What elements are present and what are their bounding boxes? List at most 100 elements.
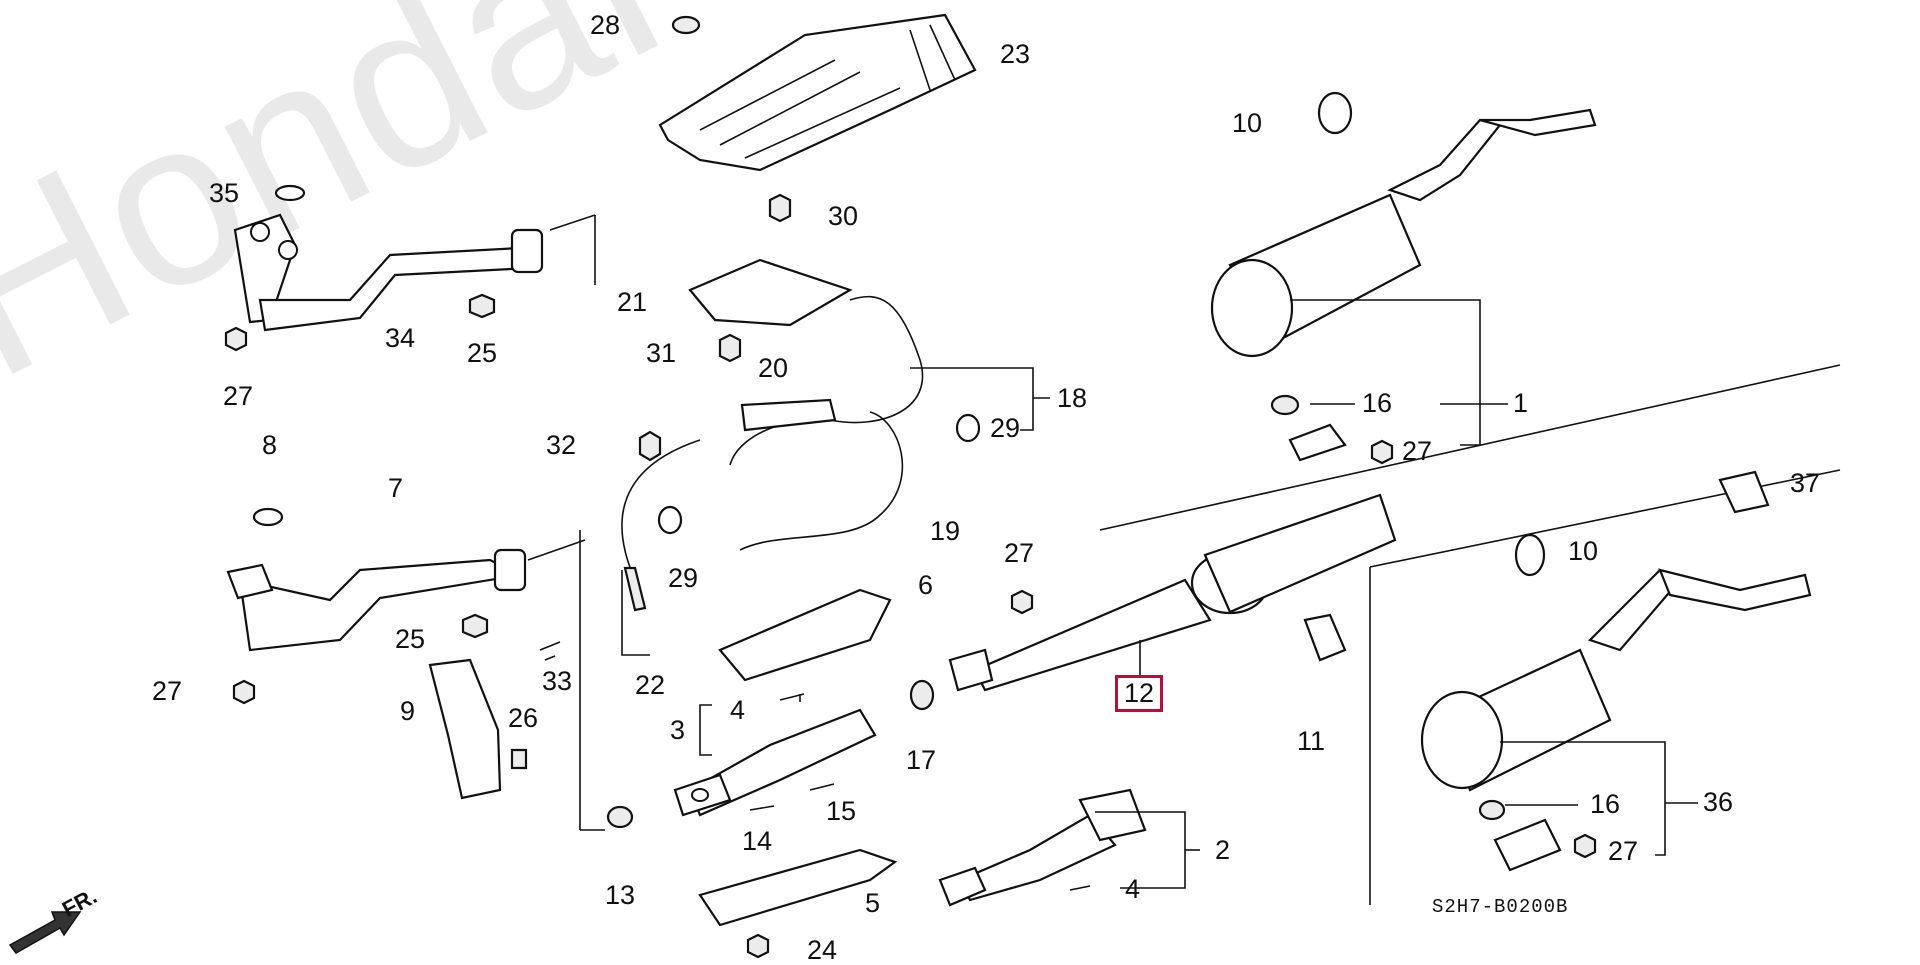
part-36-muffler (1420, 568, 1812, 792)
part-27-nut (1010, 589, 1034, 615)
callout-37: 37 (1790, 468, 1821, 498)
callout-35: 35 (209, 178, 240, 208)
callout-10b: 10 (1568, 536, 1599, 566)
callout-6: 6 (918, 570, 934, 600)
part-7-exhaust-pipe-b (226, 548, 527, 652)
part-19-sensor-wire (739, 411, 904, 551)
part-4-bolt-lower (1069, 885, 1091, 891)
callout-36: 36 (1703, 787, 1734, 817)
part-27-nut (1573, 833, 1597, 859)
callout-31: 31 (646, 338, 677, 368)
part-12-pipe-with-resonator (948, 493, 1397, 692)
callout-9: 9 (400, 696, 416, 726)
leader-bracket-36 (1500, 741, 1666, 856)
part-16-gasket (1270, 394, 1300, 416)
callout-29b: 29 (668, 563, 699, 593)
part-20-bracket (740, 398, 837, 432)
part-37-hanger (1718, 470, 1770, 514)
callout-15: 15 (826, 796, 857, 826)
leader-22 (621, 570, 650, 656)
callout-16b: 16 (1590, 789, 1621, 819)
part-16-gasket (1478, 799, 1506, 821)
callout-27b: 27 (152, 676, 183, 706)
part-22-sensor-tip (623, 566, 647, 612)
callout-10a: 10 (1232, 108, 1263, 138)
part-24-bolt (746, 933, 770, 959)
callout-14: 14 (742, 826, 773, 856)
part-10-hanger (1317, 91, 1353, 135)
part-28-grommet (671, 15, 701, 35)
callout-27e: 27 (1608, 836, 1639, 866)
callout-8: 8 (262, 430, 278, 460)
callout-17: 17 (906, 745, 937, 775)
part-34-exhaust-pipe-a (233, 213, 544, 332)
leader-bracket-18 (910, 367, 1034, 431)
part-1-muffler (1210, 108, 1597, 358)
part-2-converter-pipe (938, 788, 1147, 907)
part-8-gasket (252, 507, 284, 527)
callout-3: 3 (670, 715, 686, 745)
callout-27a: 27 (223, 381, 254, 411)
callout-19: 19 (930, 516, 961, 546)
part-3-converter (673, 708, 877, 817)
part-21-bracket (688, 258, 853, 327)
part-5-heat-shield (698, 848, 898, 927)
callout-4a: 4 (730, 695, 746, 725)
pipe-flange (1493, 818, 1562, 872)
part-17-gasket (909, 679, 935, 711)
part-15-stud (809, 783, 835, 791)
callout-27d: 27 (1402, 436, 1433, 466)
callout-16a: 16 (1362, 388, 1393, 418)
leader-bracket-3 (699, 704, 712, 756)
divider-line (1369, 469, 1841, 568)
callout-28: 28 (590, 10, 621, 40)
callout-18: 18 (1057, 383, 1088, 413)
callout-27c: 27 (1004, 538, 1035, 568)
callout-12-highlighted[interactable]: 12 (1115, 675, 1164, 712)
part-9-bracket (428, 658, 502, 800)
callout-20: 20 (758, 353, 789, 383)
diagram-code: S2H7-B0200B (1432, 896, 1569, 918)
part-30-bolt (768, 193, 792, 223)
callout-7: 7 (388, 473, 404, 503)
part-13-gasket (606, 805, 634, 829)
callout-29a: 29 (990, 413, 1021, 443)
callout-22: 22 (635, 670, 666, 700)
callout-33: 33 (542, 666, 573, 696)
callout-13: 13 (605, 880, 636, 910)
part-35-gasket (274, 184, 306, 202)
pipe-flange (1288, 423, 1347, 462)
part-11-hanger (1303, 613, 1347, 662)
part-23-heat-shield (658, 13, 977, 172)
part-32-bolt (638, 430, 662, 462)
part-29-clip (955, 413, 981, 443)
part-27-nut (224, 326, 248, 352)
callout-2: 2 (1215, 835, 1231, 865)
part-14-stud (749, 805, 775, 811)
part-33-bolt (539, 641, 561, 661)
leader-bracket-1 (1290, 299, 1481, 446)
part-6-converter (718, 588, 892, 682)
callout-21: 21 (617, 287, 648, 317)
part-31-bolt (718, 333, 742, 363)
callout-34: 34 (385, 323, 416, 353)
callout-25a: 25 (467, 338, 498, 368)
part-22-sensor-wire (621, 439, 701, 581)
divider-line (1099, 364, 1841, 531)
callout-11: 11 (1297, 726, 1326, 756)
callout-23: 23 (1000, 39, 1031, 69)
part-25-nut (461, 613, 489, 639)
callout-1: 1 (1513, 388, 1529, 418)
callout-30: 30 (828, 201, 859, 231)
part-27-nut (232, 679, 256, 705)
fr-arrow-icon (8, 911, 82, 954)
part-26-nut (510, 748, 528, 770)
callout-4b: 4 (1125, 874, 1141, 904)
part-10-hanger (1514, 533, 1546, 577)
part-4-bolt (779, 693, 805, 702)
callout-25b: 25 (395, 624, 426, 654)
callout-26: 26 (508, 703, 539, 733)
callout-5: 5 (865, 888, 881, 918)
